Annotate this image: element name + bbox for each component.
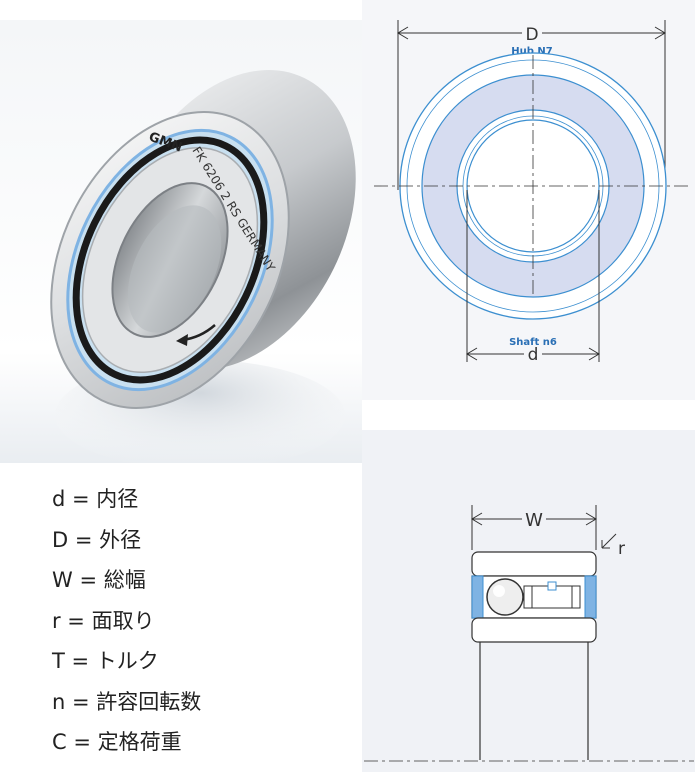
panel-gap — [362, 400, 695, 430]
bearing-photo: GMN FK 6206 2 RS GERMANY — [0, 20, 362, 463]
seal-left — [471, 575, 484, 619]
bearing-photo-drawing: GMN FK 6206 2 RS GERMANY — [0, 20, 362, 463]
legend-item-inner-diameter: d = 内径 — [52, 487, 139, 511]
outer-diameter-label: D — [525, 25, 538, 45]
legend-item-chamfer: r = 面取り — [52, 608, 155, 633]
legend-item-load-rating: C = 定格荷重 — [52, 730, 182, 754]
shaft-tolerance-label: Shaft n6 — [509, 337, 557, 348]
legend-item-outer-diameter: D = 外径 — [52, 527, 142, 552]
hub-tolerance-label: Hub N7 — [511, 46, 552, 57]
width-label: W — [525, 510, 543, 531]
chamfer-label: r — [618, 539, 625, 559]
legend-item-speed-limit: n = 許容回転数 — [52, 689, 202, 714]
front-view-drawing: D Hub N7 Shaft n6 d — [362, 0, 695, 400]
outer-ring-section — [471, 551, 597, 577]
legend-item-width: W = 総幅 — [52, 568, 146, 592]
rotation-arrow-icon — [176, 324, 216, 346]
rubber-seal — [72, 136, 268, 384]
seal-right — [584, 575, 597, 619]
side-view-drawing: W r — [362, 430, 695, 772]
inner-ring-section — [471, 617, 597, 643]
dimension-legend: d = 内径 D = 外径 W = 総幅 r = 面取り T = トルク n =… — [0, 463, 362, 772]
inner-diameter-label: d — [528, 345, 539, 365]
legend-list: d = 内径 D = 外径 W = 総幅 r = 面取り T = トルク n =… — [52, 479, 201, 763]
legend-item-torque: T = トルク — [52, 649, 159, 673]
ball — [486, 578, 524, 616]
chamfer-arrow-icon — [601, 533, 617, 549]
